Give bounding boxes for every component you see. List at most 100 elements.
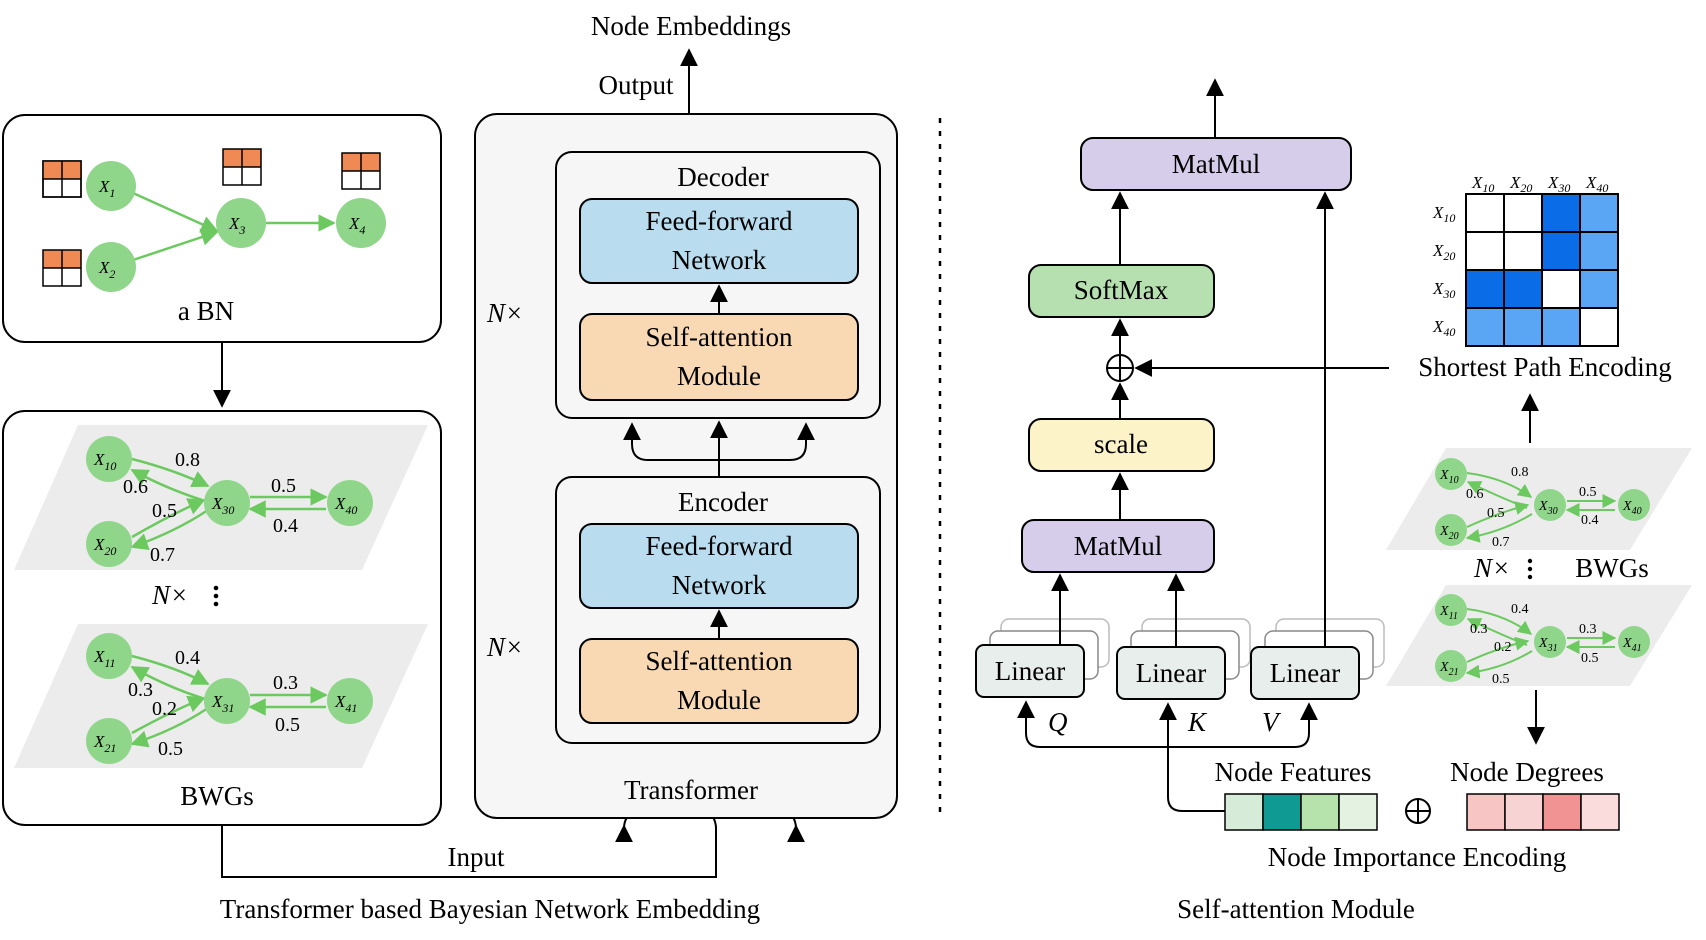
svg-text:0.3: 0.3 <box>1470 622 1488 637</box>
edge-weight: 0.3 <box>128 679 153 701</box>
matrix-col-label: X30 <box>1547 173 1570 195</box>
matrix-cell <box>1503 193 1543 233</box>
matrix-cell <box>1541 307 1581 347</box>
matrix-cell <box>1579 231 1619 271</box>
svg-text:0.4: 0.4 <box>1511 602 1529 617</box>
bwg-node-x31: X31 <box>204 678 250 724</box>
svg-text:Module: Module <box>677 685 761 715</box>
left-figure-caption: Transformer based Bayesian Network Embed… <box>220 894 760 924</box>
bn-node-x4: X4 <box>336 198 386 248</box>
matrix-row-label: X10 <box>1432 203 1455 225</box>
matrix-col-label: X20 <box>1509 173 1532 195</box>
matmul-top-block: MatMul <box>1080 137 1352 191</box>
matrix-cell <box>1503 307 1543 347</box>
bwg-node-x40: X40 <box>327 480 373 526</box>
matrix-cell <box>1465 307 1505 347</box>
scale-block: scale <box>1028 418 1215 472</box>
encoder-title: Encoder <box>678 487 768 517</box>
bwgs-panel: X10 X20 X30 X40 0.8 0.6 0.5 0.7 0.5 0.4 … <box>2 410 442 826</box>
matrix-row-label: X40 <box>1432 317 1455 339</box>
svg-text:X2: X2 <box>98 258 115 281</box>
svg-text:X3: X3 <box>228 214 245 237</box>
bwgs-caption: BWGs <box>180 781 254 811</box>
svg-text:0.4: 0.4 <box>1581 513 1599 528</box>
small-bwg-bottom: X11 X21 X31 X41 0.4 0.3 0.2 0.5 0.3 0.5 <box>1386 585 1692 687</box>
svg-text:Linear: Linear <box>1136 658 1206 688</box>
edge-weight: 0.8 <box>175 449 200 471</box>
svg-text:0.5: 0.5 <box>1492 672 1510 687</box>
matrix-col-label: X40 <box>1585 173 1608 195</box>
cpt-table-icon <box>42 249 82 287</box>
softmax-block: SoftMax <box>1028 264 1215 318</box>
svg-text:X40: X40 <box>334 494 357 517</box>
node-features-label: Node Features <box>1215 757 1372 787</box>
bwg-node-x30: X30 <box>204 480 250 526</box>
matrix-cell <box>1465 269 1505 309</box>
svg-text:MatMul: MatMul <box>1074 531 1163 561</box>
node-degrees-label: Node Degrees <box>1450 757 1604 787</box>
matrix-cell <box>1465 193 1505 233</box>
transformer-caption: Transformer <box>624 775 758 805</box>
encoder-self-attention-block: Self-attention Module <box>579 638 859 724</box>
bwg-node-x21: X21 <box>86 718 132 764</box>
svg-text:SoftMax: SoftMax <box>1074 275 1169 305</box>
svg-text:X11: X11 <box>93 647 116 670</box>
edge-weight: 0.5 <box>152 500 177 522</box>
svg-text:Self-attention: Self-attention <box>646 646 793 676</box>
input-label: Input <box>448 842 505 872</box>
right-figure-caption: Self-attention Module <box>1177 894 1415 924</box>
feature-cell <box>1300 793 1340 831</box>
self-attention-panel: MatMul SoftMax scale MatMul Linear <box>975 78 1692 872</box>
degree-cell <box>1466 793 1506 831</box>
output-label: Output <box>598 70 674 100</box>
node-importance-label: Node Importance Encoding <box>1268 842 1566 872</box>
degree-cell <box>1580 793 1620 831</box>
matrix-cell <box>1541 231 1581 271</box>
encoder-ffn-block: Feed-forward Network <box>579 523 859 609</box>
svg-text:Linear: Linear <box>995 656 1065 686</box>
matrix-cell <box>1503 269 1543 309</box>
matmul-bottom-block: MatMul <box>1021 519 1215 573</box>
svg-text:Feed-forward: Feed-forward <box>646 206 793 236</box>
matrix-row-label: X20 <box>1432 241 1455 263</box>
svg-text:X20: X20 <box>93 535 116 558</box>
svg-text:Feed-forward: Feed-forward <box>646 531 793 561</box>
degree-cell <box>1542 793 1582 831</box>
edge-weight: 0.6 <box>123 476 148 498</box>
q-label: Q <box>1048 707 1068 737</box>
matrix-cell <box>1579 193 1619 233</box>
edge-weight: 0.4 <box>175 647 200 669</box>
matrix-cell <box>1465 231 1505 271</box>
svg-text:0.5: 0.5 <box>1581 651 1599 666</box>
bn-node-x2: X2 <box>86 242 136 292</box>
bwg-node-x11: X11 <box>86 633 132 679</box>
repeat-label: N× <box>151 580 188 610</box>
node-features-vector <box>1224 793 1378 831</box>
small-bwgs-label: BWGs <box>1575 553 1649 583</box>
svg-text:0.5: 0.5 <box>1579 485 1597 500</box>
feature-cell <box>1262 793 1302 831</box>
matrix-cell <box>1579 307 1619 347</box>
edge-weight: 0.5 <box>271 475 296 497</box>
svg-text:Network: Network <box>672 245 767 275</box>
edge-weight: 0.3 <box>273 672 298 694</box>
matrix-col-label: X10 <box>1471 173 1494 195</box>
svg-text:Self-attention: Self-attention <box>646 322 793 352</box>
bwg-node-x10: X10 <box>86 436 132 482</box>
svg-text:0.8: 0.8 <box>1511 465 1529 480</box>
edge-weight: 0.4 <box>273 515 298 537</box>
degree-cell <box>1504 793 1544 831</box>
k-label: K <box>1187 707 1208 737</box>
edge-weight: 0.7 <box>150 544 175 566</box>
decoder-title: Decoder <box>677 162 768 192</box>
bn-node-x1: X1 <box>86 161 136 211</box>
transformer-panel: Node Embeddings Output Decoder Feed-forw… <box>474 11 898 819</box>
svg-text:Linear: Linear <box>1270 658 1340 688</box>
svg-text:X21: X21 <box>93 732 116 755</box>
svg-text:MatMul: MatMul <box>1172 149 1261 179</box>
feature-cell <box>1224 793 1264 831</box>
small-bwg-top: X10 X20 X30 X40 0.8 0.6 0.5 0.7 0.5 0.4 <box>1386 448 1692 550</box>
edge-weight: 0.5 <box>158 738 183 760</box>
edge-weight: 0.2 <box>152 698 177 720</box>
